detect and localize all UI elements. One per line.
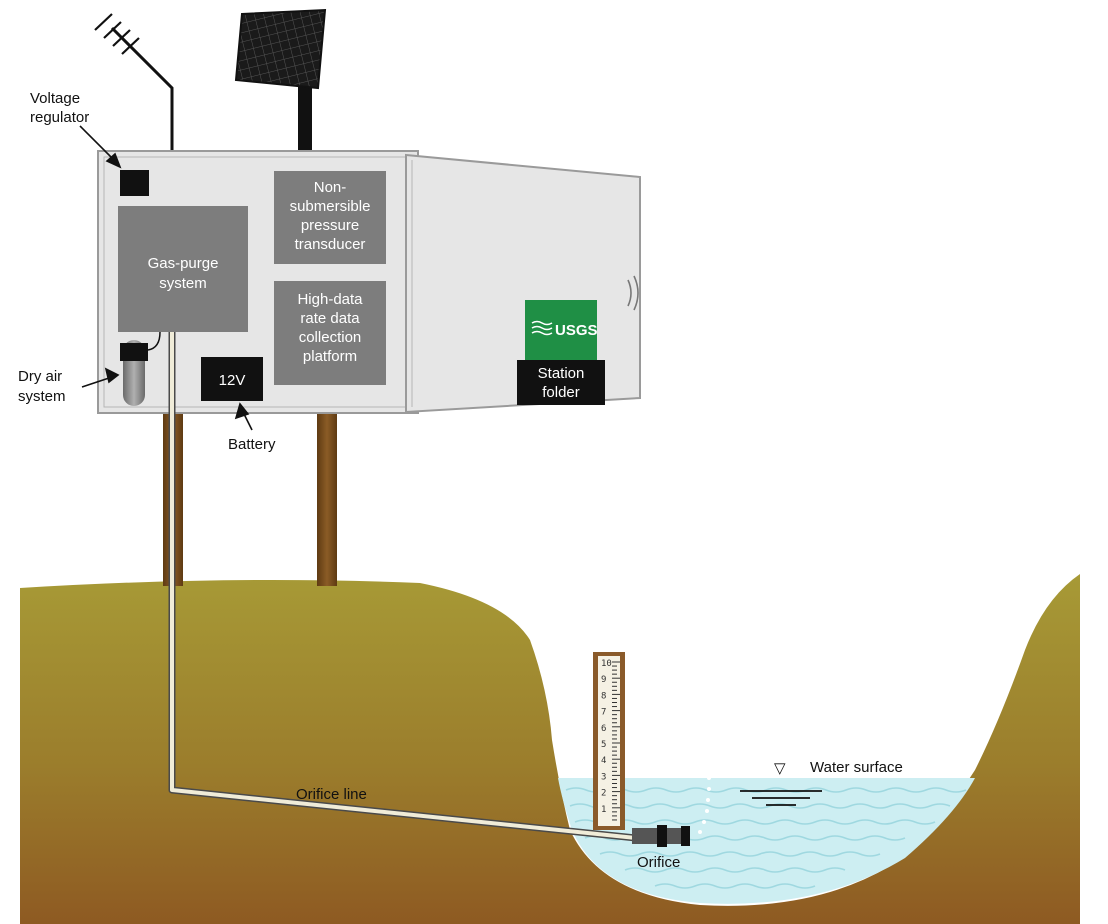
gas-purge-label-2: system [159,275,207,292]
gauge-number: 10 [601,659,612,669]
transducer-label-4: transducer [295,236,366,253]
gas-purge-label-1: Gas-purge [148,255,219,272]
dry-air-label-2: system [18,388,66,405]
gauge-number: 8 [601,691,606,701]
water-surface-symbol: ▽ [774,760,786,777]
water-ripples [565,787,967,889]
orifice [632,776,711,847]
gas-purge-system: Gas-purge system [118,206,248,332]
orifice-line [168,332,637,842]
stream-channel [20,574,1080,924]
water-surface-indicator: ▽ [740,760,822,806]
voltage-regulator-label-2: regulator [30,109,89,126]
battery-label: Battery [228,436,276,453]
water [558,778,975,904]
gauge-number: 2 [601,789,606,799]
dry-air-system [120,331,161,406]
solar-panel-icon [234,8,327,154]
orifice-line-label: Orifice line [296,786,367,803]
ground [20,574,1080,924]
voltage-regulator-label-1: Voltage [30,90,80,107]
support-pole-right [317,412,337,586]
staff-gauge: 10 9 8 7 6 5 4 3 2 1 [593,652,625,830]
usgs-logo-text: USGS [555,322,598,339]
transducer-label-1: Non- [314,179,347,196]
orifice-label: Orifice [637,854,680,871]
air-bubbles [698,776,711,834]
pressure-transducer: Non- submersible pressure transducer [274,171,386,264]
station-folder-label-2: folder [542,384,580,401]
voltage-regulator [120,170,149,196]
station-folder-label-1: Station [538,365,585,382]
voltage-regulator-arrow [79,125,117,163]
station-folder: USGS Station folder [517,300,605,405]
gauge-number: 5 [601,740,606,750]
dcp-label-1: High-data [297,291,363,308]
antenna-icon [94,13,174,160]
dry-air-arrow [81,376,113,388]
battery: 12V [201,357,263,401]
gauge-number: 3 [601,772,606,782]
gauge-number: 1 [601,805,606,815]
battery-voltage: 12V [219,372,246,389]
transducer-label-2: submersible [290,198,371,215]
gauge-number: 4 [601,756,606,766]
gauge-number: 6 [601,724,606,734]
gauge-number: 9 [601,675,606,685]
dcp-label-3: collection [299,329,362,346]
usgs-logo-icon [531,320,553,336]
gauge-number: 7 [601,708,606,718]
data-collection-platform: High-data rate data collection platform [274,281,386,385]
dry-air-label-1: Dry air [18,368,62,385]
dcp-label-4: platform [303,348,357,365]
water-surface-label: Water surface [810,759,903,776]
callout-arrows [79,125,253,431]
door-handle-icon [627,275,639,311]
dcp-label-2: rate data [300,310,360,327]
transducer-label-3: pressure [301,217,359,234]
